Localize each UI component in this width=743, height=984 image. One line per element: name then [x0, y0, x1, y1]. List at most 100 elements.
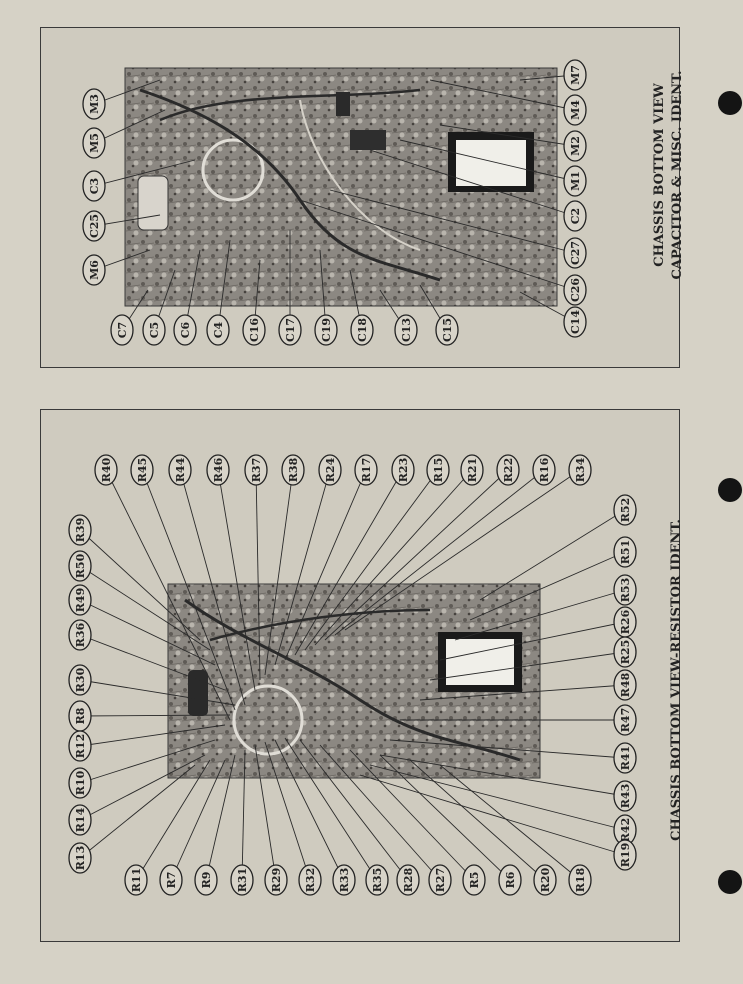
callout-label: R12 — [68, 730, 92, 762]
callout-circle — [206, 454, 230, 486]
callout-text: R13 — [74, 846, 87, 870]
callout-text: M4 — [569, 100, 582, 120]
leader-line — [135, 759, 211, 881]
callout-circle — [281, 454, 305, 486]
callout-circle — [391, 454, 415, 486]
leader-line — [299, 199, 576, 291]
callout-text: R31 — [236, 868, 249, 892]
callout-label: C19 — [314, 314, 338, 346]
callout-label: R21 — [460, 454, 484, 486]
callout-label: R27 — [428, 864, 452, 896]
callout-text: R37 — [250, 458, 263, 482]
callout-label: M1 — [563, 165, 587, 197]
leader-line — [274, 469, 331, 666]
callout-text: R19 — [619, 843, 632, 867]
leader-line — [79, 679, 236, 706]
callout-circle — [563, 59, 587, 91]
callout-text: R49 — [74, 588, 87, 612]
callout-text: C16 — [248, 318, 261, 342]
leader-line — [344, 469, 581, 631]
leader-line — [254, 744, 277, 881]
callout-label: C7 — [110, 314, 134, 346]
leader-line — [79, 529, 201, 641]
callout-circle — [82, 254, 106, 286]
callout-text: R17 — [360, 458, 373, 482]
callout-label: C15 — [435, 314, 459, 346]
callout-label: C27 — [563, 237, 587, 269]
leader-line — [217, 469, 256, 691]
callout-text: R50 — [74, 553, 87, 578]
callout-label: R33 — [332, 864, 356, 896]
callout-text: C26 — [569, 278, 582, 302]
callout-circle — [110, 314, 134, 346]
callout-circle — [613, 494, 637, 526]
leader-line — [369, 149, 576, 217]
callout-text: R7 — [165, 872, 178, 889]
callout-circle — [613, 839, 637, 871]
callout-label: R47 — [613, 704, 637, 736]
callout-text: R27 — [434, 868, 447, 892]
callout-label: R16 — [532, 454, 556, 486]
callout-text: R28 — [402, 867, 415, 892]
leader-line — [264, 469, 294, 676]
callout-circle — [563, 306, 587, 338]
callout-label: C5 — [142, 314, 166, 346]
leader-line — [419, 684, 626, 701]
callout-circle — [563, 237, 587, 269]
callout-circle — [568, 454, 592, 486]
leader-line — [379, 754, 511, 881]
leader-line — [439, 764, 581, 881]
callout-text: R18 — [574, 867, 587, 892]
callout-label: M4 — [563, 94, 587, 126]
callout-circle — [194, 864, 218, 896]
callout-text: R40 — [100, 457, 113, 482]
callout-text: R43 — [619, 784, 632, 808]
callout-label: R13 — [68, 842, 92, 874]
callout-label: R46 — [206, 454, 230, 486]
callout-circle — [533, 864, 557, 896]
callout-circle — [124, 864, 148, 896]
leader-line — [379, 754, 626, 797]
callout-text: M2 — [569, 136, 582, 156]
callout-circle — [68, 767, 92, 799]
callout-circle — [613, 780, 637, 812]
callout-text: C2 — [569, 208, 582, 224]
callout-circle — [613, 669, 637, 701]
callout-label: C13 — [394, 314, 418, 346]
callout-circle — [82, 88, 106, 120]
punch-hole — [718, 478, 742, 502]
callout-circle — [68, 804, 92, 836]
chassis-photo-top — [124, 67, 558, 307]
callout-label: C16 — [242, 314, 266, 346]
leader-line — [79, 754, 206, 821]
callout-text: R11 — [130, 868, 143, 892]
callout-label: M3 — [82, 88, 106, 120]
callout-circle — [426, 454, 450, 486]
callout-label: R45 — [130, 454, 154, 486]
leader-line — [79, 739, 216, 784]
callout-circle — [460, 454, 484, 486]
callout-circle — [532, 454, 556, 486]
callout-label: R19 — [613, 839, 637, 871]
capacitor-caption-line2: CAPACITOR & MISC. IDENT. — [670, 70, 685, 279]
callout-text: R26 — [619, 609, 632, 634]
callout-label: R51 — [613, 536, 637, 568]
callout-circle — [68, 584, 92, 616]
leader-line — [334, 469, 545, 636]
callout-label: R52 — [613, 494, 637, 526]
leader-line — [389, 739, 626, 759]
leader-line — [294, 469, 404, 656]
leader-line — [255, 469, 261, 681]
callout-label: R42 — [613, 814, 637, 846]
callout-label: R31 — [230, 864, 254, 896]
leader-line — [469, 551, 626, 621]
callout-text: R35 — [371, 868, 384, 892]
callout-circle — [568, 864, 592, 896]
callout-circle — [613, 574, 637, 606]
callout-circle — [350, 314, 374, 346]
callout-label: C4 — [206, 314, 230, 346]
callout-label: R40 — [94, 454, 118, 486]
callout-label: R38 — [281, 454, 305, 486]
